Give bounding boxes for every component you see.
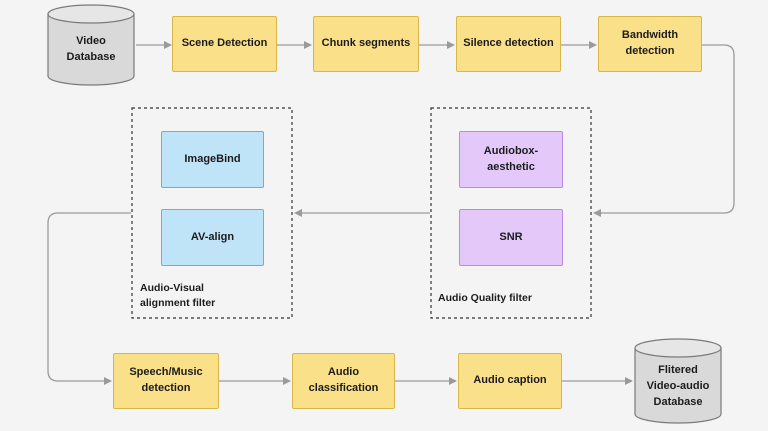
av-alignment-frame <box>131 107 293 319</box>
output-database-cylinder <box>634 338 722 424</box>
av-alignment-filter-label: Audio-Visual alignment filter <box>140 282 216 309</box>
snr-node: SNR <box>459 209 563 266</box>
arrow-bandwidth-to-audio-quality <box>593 44 735 217</box>
bandwidth-detection-node: Bandwidth detection <box>598 16 702 72</box>
audio-quality-filter-label: Audio Quality filter <box>438 292 532 304</box>
imagebind-node: ImageBind <box>161 131 264 188</box>
speech-music-detection-node: Speech/Music detection <box>113 353 219 409</box>
output-database-label: Flitered Video-audio Database <box>646 364 710 408</box>
video-database-cylinder <box>47 4 135 86</box>
video-database-label: Video Database <box>66 35 116 63</box>
chunk-segments-node: Chunk segments <box>313 16 419 72</box>
audio-quality-frame <box>430 107 592 319</box>
silence-detection-node: Silence detection <box>456 16 561 72</box>
audio-caption-node: Audio caption <box>458 353 562 409</box>
arrow-av-to-speech-music <box>47 212 131 385</box>
audio-classification-node: Audio classification <box>292 353 395 409</box>
scene-detection-node: Scene Detection <box>172 16 277 72</box>
av-align-node: AV-align <box>161 209 264 266</box>
audiobox-aesthetic-node: Audiobox- aesthetic <box>459 131 563 188</box>
